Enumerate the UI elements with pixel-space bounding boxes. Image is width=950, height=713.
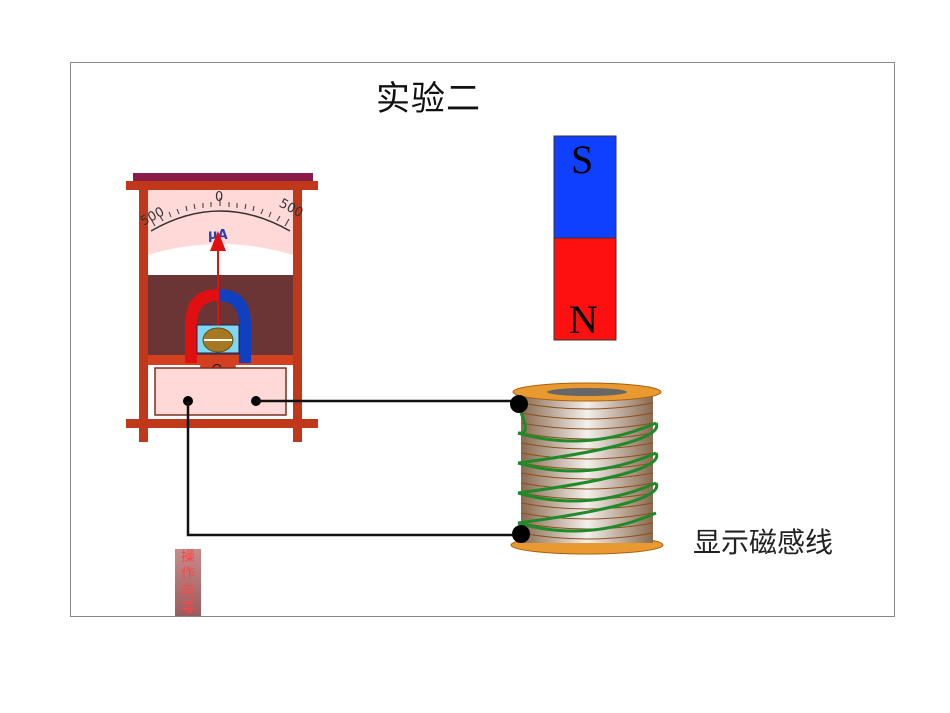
scale-center-label: 0 [215, 190, 223, 205]
coil-terminal-bottom[interactable] [512, 525, 530, 543]
guide-char: 向 [181, 583, 195, 599]
operation-guide-button[interactable]: 操 作 向 导 [175, 549, 201, 616]
experiment-canvas: 实验二 [70, 62, 895, 617]
magnet-pole-n: N [569, 297, 598, 342]
guide-char: 作 [181, 566, 195, 582]
galvanometer: 500 0 500 μA ⊖ [126, 173, 318, 442]
coil [510, 382, 664, 555]
wires [186, 399, 521, 537]
needle [210, 231, 226, 325]
guide-char: 操 [181, 549, 195, 565]
bar-magnet[interactable]: S N [553, 135, 617, 342]
guide-char: 导 [181, 600, 195, 616]
show-field-lines-button[interactable]: 显示磁感线 [693, 526, 834, 559]
apparatus-drawing: 500 0 500 μA ⊖ [126, 135, 664, 555]
coil-terminal-top[interactable] [510, 395, 528, 413]
page-title: 实验二 [376, 79, 481, 119]
magnet-pole-s: S [571, 137, 593, 182]
